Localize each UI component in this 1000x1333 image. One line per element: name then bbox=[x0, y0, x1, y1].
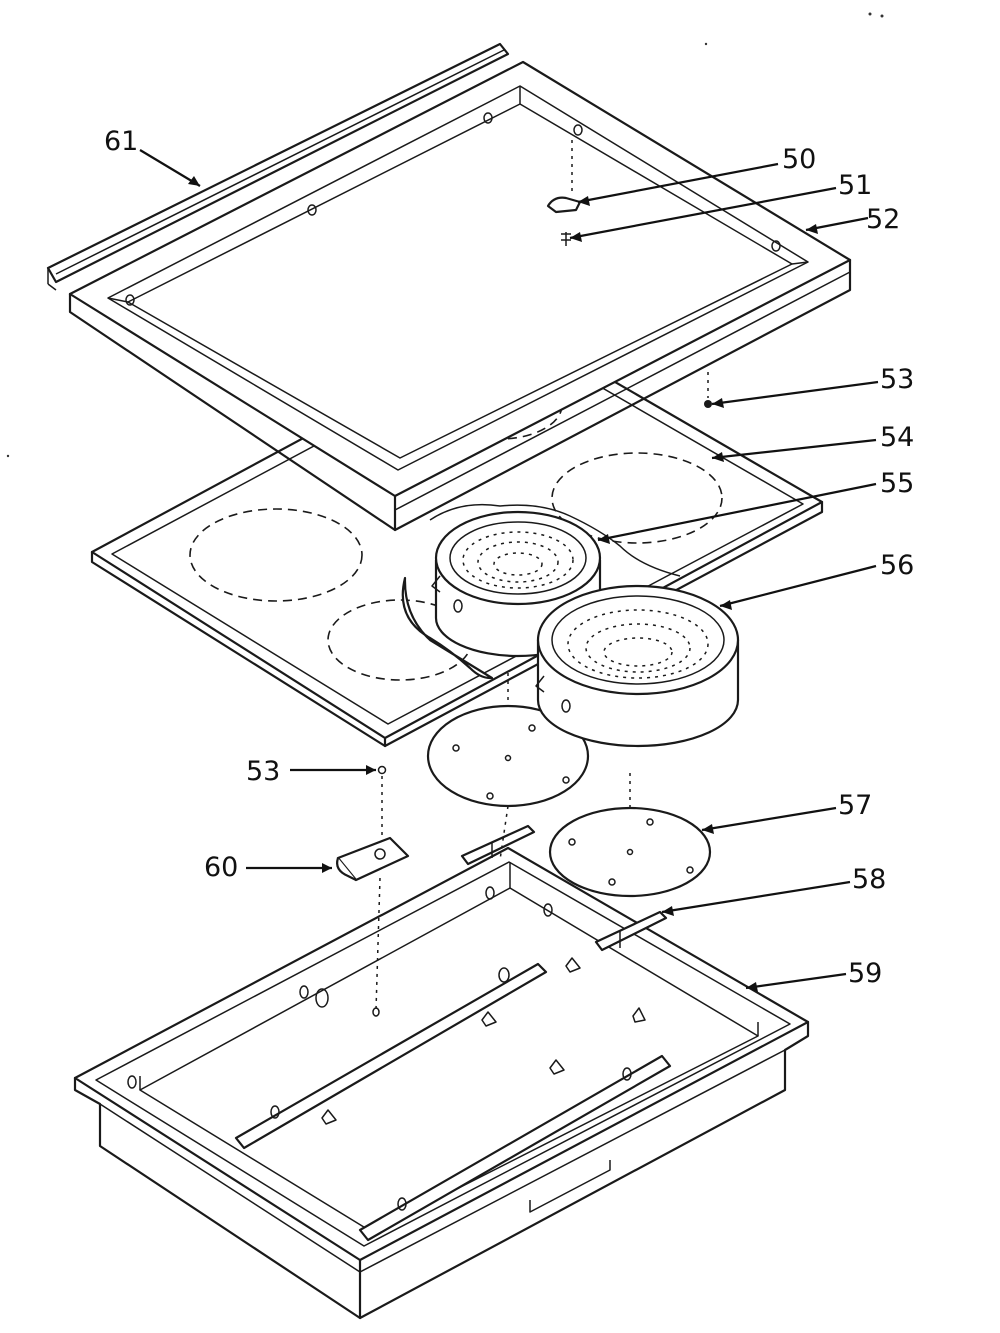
label-59: 59 bbox=[848, 958, 882, 989]
trim-strip-part-61 bbox=[46, 42, 510, 291]
leader-lines bbox=[139, 149, 879, 992]
label-60: 60 bbox=[204, 852, 238, 883]
label-50: 50 bbox=[782, 144, 816, 175]
leader-56 bbox=[719, 564, 877, 608]
leader-55 bbox=[597, 482, 877, 542]
label-54: 54 bbox=[880, 422, 914, 453]
label-56: 56 bbox=[880, 550, 914, 581]
clip-part-60 bbox=[336, 836, 410, 882]
label-53-top: 53 bbox=[880, 364, 914, 395]
screw-part-53-lower bbox=[372, 765, 387, 1017]
label-55: 55 bbox=[880, 468, 914, 499]
leader-51 bbox=[569, 186, 837, 240]
label-53-left: 53 bbox=[246, 756, 280, 787]
label-58: 58 bbox=[852, 864, 886, 895]
screw-part-51 bbox=[561, 232, 571, 246]
leader-61 bbox=[139, 149, 201, 187]
label-51: 51 bbox=[838, 170, 872, 201]
label-61: 61 bbox=[104, 126, 138, 157]
leader-58 bbox=[661, 880, 851, 914]
part-labels: 61 50 51 52 53 54 55 56 53 57 58 59 60 bbox=[104, 126, 914, 989]
bracket-part-58 bbox=[594, 910, 668, 952]
insulation-disc-part-57 bbox=[548, 806, 712, 898]
insulation-disc-upper bbox=[426, 640, 631, 861]
bottom-tray-part-59 bbox=[73, 846, 810, 1320]
scan-specks bbox=[6, 12, 884, 458]
leader-57 bbox=[701, 806, 837, 832]
leader-53-top bbox=[711, 380, 879, 406]
leader-50 bbox=[577, 162, 779, 204]
label-57: 57 bbox=[838, 790, 872, 821]
radiant-element-part-56 bbox=[535, 584, 740, 748]
leader-54 bbox=[711, 438, 877, 460]
trim-frame bbox=[68, 60, 852, 532]
bracket-tray-clip bbox=[460, 824, 536, 866]
leader-59 bbox=[745, 972, 847, 990]
clip-part-50 bbox=[546, 140, 582, 214]
label-52: 52 bbox=[866, 204, 900, 235]
